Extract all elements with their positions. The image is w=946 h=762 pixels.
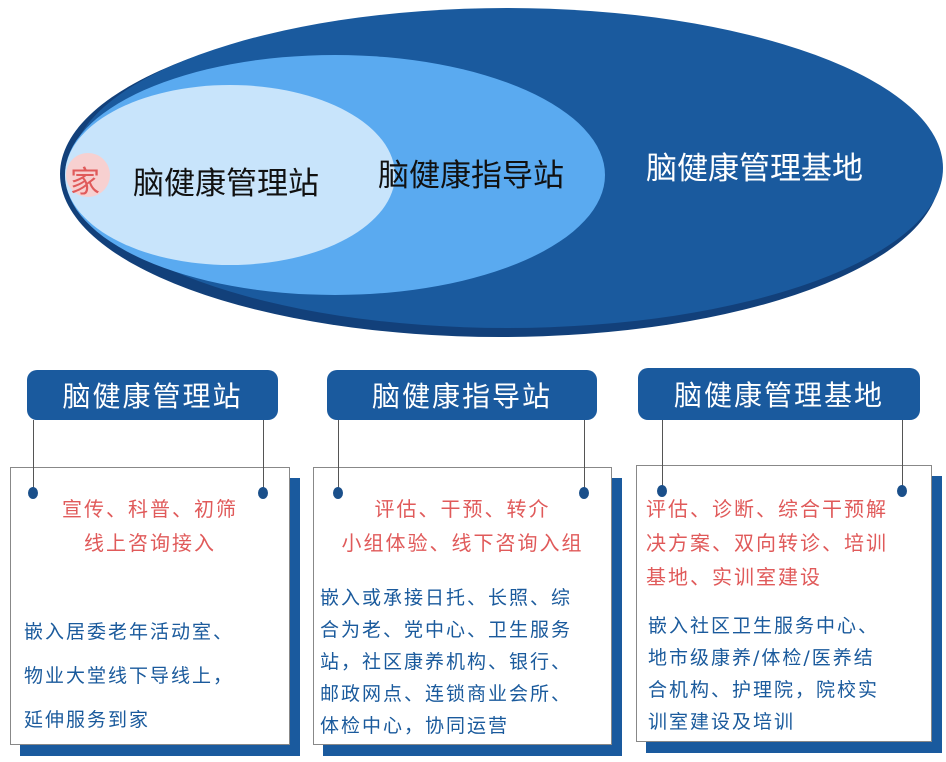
base-label: 脑健康管理基地 (646, 151, 863, 187)
guide-card (313, 467, 612, 745)
pin-dot (657, 485, 667, 497)
station-services: 宣传、科普、初筛 线上咨询接入 (10, 492, 290, 560)
connector-line (584, 420, 585, 492)
scene-line: 邮政网点、连锁商业会所、 (320, 683, 573, 705)
nested-ellipse-diagram (60, 8, 943, 337)
base-card (636, 465, 932, 742)
connector-line (33, 420, 34, 492)
guide-card-title: 脑健康指导站 (327, 370, 597, 420)
service-line: 评估、诊断、综合干预解 (646, 497, 888, 521)
scene-line: 合机构、护理院，院校实 (648, 679, 880, 701)
service-line: 基地、实训室建设 (646, 565, 822, 589)
service-line: 评估、干预、转介 (374, 497, 551, 521)
base-card-title: 脑健康管理基地 (638, 368, 920, 420)
guide-label: 脑健康指导站 (378, 158, 564, 194)
scene-line: 站，社区康养机构、银行、 (320, 651, 573, 673)
service-line: 决方案、双向转诊、培训 (646, 531, 888, 555)
pin-dot (258, 487, 268, 499)
connector-line (662, 420, 663, 490)
pin-dot (897, 485, 907, 497)
scene-line: 地市级康养/体检/医养结 (648, 647, 875, 669)
service-line: 宣传、科普、初筛 (62, 497, 238, 521)
service-line: 小组体验、线下咨询入组 (341, 531, 584, 555)
scene-line: 物业大堂线下导线上， (24, 665, 235, 687)
home-label: 家 (70, 165, 100, 200)
scene-line: 延伸服务到家 (24, 709, 151, 731)
base-services: 评估、诊断、综合干预解 决方案、双向转诊、培训 基地、实训室建设 (646, 492, 888, 594)
station-label: 脑健康管理站 (133, 166, 319, 202)
scene-line: 训室建设及培训 (648, 711, 796, 733)
base-scenes: 嵌入社区卫生服务中心、 地市级康养/体检/医养结 合机构、护理院，院校实 训室建… (648, 610, 879, 738)
guide-scenes: 嵌入或承接日托、长照、综 合为老、党中心、卫生服务 站，社区康养机构、银行、 邮… (320, 582, 572, 742)
connector-line (263, 420, 264, 492)
scene-line: 体检中心，协同运营 (320, 715, 510, 737)
scene-line: 嵌入居委老年活动室、 (24, 621, 235, 643)
service-line: 线上咨询接入 (84, 531, 216, 555)
station-scenes: 嵌入居委老年活动室、 物业大堂线下导线上， 延伸服务到家 (24, 610, 234, 742)
station-card-title: 脑健康管理站 (27, 370, 278, 420)
scene-line: 嵌入或承接日托、长照、综 (320, 587, 573, 609)
connector-line (902, 420, 903, 490)
station-card (10, 467, 290, 745)
pin-dot (579, 487, 589, 499)
scene-line: 合为老、党中心、卫生服务 (320, 619, 573, 641)
station-ellipse (65, 85, 395, 265)
connector-line (338, 420, 339, 492)
home-circle (66, 153, 110, 197)
pin-dot (28, 487, 38, 499)
guide-services: 评估、干预、转介 小组体验、线下咨询入组 (313, 492, 612, 560)
pin-dot (333, 487, 343, 499)
scene-line: 嵌入社区卫生服务中心、 (648, 615, 880, 637)
